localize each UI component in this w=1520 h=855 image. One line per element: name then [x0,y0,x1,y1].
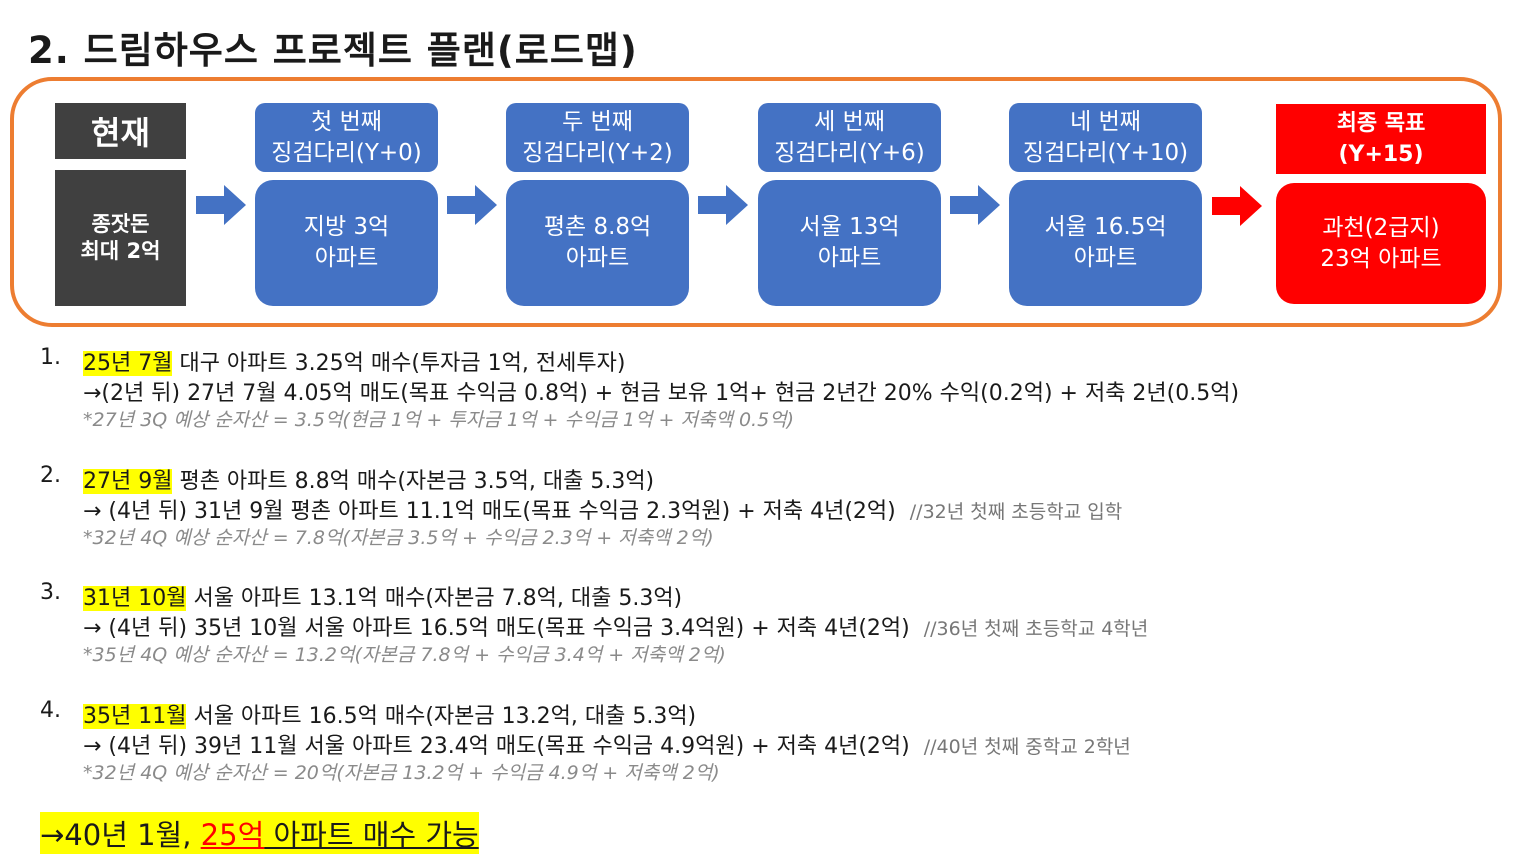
step-1-header: 첫 번째 징검다리(Y+0) [255,103,438,172]
item-detail: → (4년 뒤) 35년 10월 서울 아파트 16.5억 매도(목표 수익금 … [83,616,910,641]
goal-body: 과천(2급지) 23억 아파트 [1276,183,1486,304]
step-2-body-line1: 평촌 8.8억 [543,214,652,240]
right-arrow-icon [698,185,748,225]
item-subnote: *27년 3Q 예상 순자산 = 3.5억(현금 1억 + 투자금 1억 + 수… [83,409,795,431]
step-4-header: 네 번째 징검다리(Y+10) [1009,103,1202,172]
item-main: 대구 아파트 3.25억 매수(투자금 1억, 전세투자) [172,351,626,376]
item-comment: //40년 첫째 중학교 2학년 [923,736,1131,758]
step-4-header-line1: 네 번째 [1070,108,1141,135]
step-1-header-line2: 징검다리(Y+0) [271,139,422,166]
item-date: 25년 7월 [83,351,173,376]
item-number: 1. [40,345,61,370]
right-arrow-icon [196,185,246,225]
item-detail: → (4년 뒤) 31년 9월 평촌 아파트 11.1억 매도(목표 수익금 2… [83,499,896,524]
item-subnote: *35년 4Q 예상 순자산 = 13.2억(자본금 7.8억 + 수익금 3.… [83,644,726,666]
item-main: 평촌 아파트 8.8억 매수(자본금 3.5억, 대출 5.3억) [172,469,655,494]
page-title: 2. 드림하우스 프로젝트 플랜(로드맵) [28,29,638,72]
step-1-body-line2: 아파트 [314,245,379,271]
step-3-header: 세 번째 징검다리(Y+6) [758,103,941,172]
final-prefix: →40년 1월, [40,818,201,852]
current-body-line1: 종잣돈 [91,212,150,236]
item-detail: → (4년 뒤) 39년 11월 서울 아파트 23.4억 매도(목표 수익금 … [83,734,910,759]
step-2-body: 평촌 8.8억 아파트 [506,180,689,306]
item-comment: //36년 첫째 초등학교 4학년 [923,618,1149,640]
item-main: 서울 아파트 13.1억 매수(자본금 7.8억, 대출 5.3억) [186,586,683,611]
item-subnote: *32년 4Q 예상 순자산 = 20억(자본금 13.2억 + 수익금 4.9… [83,762,720,784]
goal-header: 최종 목표 (Y+15) [1276,104,1486,174]
step-2-header-line2: 징검다리(Y+2) [522,139,673,166]
item-number: 4. [40,698,61,723]
step-3-header-line1: 세 번째 [814,108,885,135]
right-arrow-icon [950,185,1000,225]
goal-body-line1: 과천(2급지) [1322,214,1440,241]
item-number: 3. [40,580,61,605]
goal-body-line2: 23억 아파트 [1320,245,1442,272]
item-detail: →(2년 뒤) 27년 7월 4.05억 매도(목표 수익금 0.8억) + 현… [83,381,1240,406]
item-number: 2. [40,463,61,488]
final-suffix: 아파트 매수 가능 [264,818,479,852]
item-date: 27년 9월 [83,469,173,494]
step-3-header-line2: 징검다리(Y+6) [774,139,925,166]
item-subnote: *32년 4Q 예상 순자산 = 7.8억(자본금 3.5억 + 수익금 2.3… [83,527,714,549]
step-1-body: 지방 3억 아파트 [255,180,438,306]
current-body-line2: 최대 2억 [80,239,161,263]
item-date: 35년 11월 [83,704,187,729]
goal-header-line2: (Y+15) [1338,142,1424,167]
step-2-header-line1: 두 번째 [562,108,633,135]
current-body: 종잣돈 최대 2억 [55,170,186,306]
step-1-body-line1: 지방 3억 [303,214,390,240]
item-detail-line: → (4년 뒤) 31년 9월 평촌 아파트 11.1억 매도(목표 수익금 2… [83,493,1122,525]
item-main-line: 25년 7월 대구 아파트 3.25억 매수(투자금 1억, 전세투자) [83,345,625,377]
item-main: 서울 아파트 16.5억 매수(자본금 13.2억, 대출 5.3억) [186,704,697,729]
step-1-header-line1: 첫 번째 [311,108,382,135]
goal-header-line1: 최종 목표 [1336,111,1426,136]
item-main-line: 31년 10월 서울 아파트 13.1억 매수(자본금 7.8억, 대출 5.3… [83,580,682,612]
step-4-body-line1: 서울 16.5억 [1044,214,1167,240]
item-detail-line: → (4년 뒤) 35년 10월 서울 아파트 16.5억 매도(목표 수익금 … [83,610,1148,642]
right-arrow-icon [447,185,497,225]
right-arrow-icon [1212,186,1262,226]
step-3-body-line2: 아파트 [817,245,882,271]
item-detail-line: → (4년 뒤) 39년 11월 서울 아파트 23.4억 매도(목표 수익금 … [83,728,1131,760]
step-2-header: 두 번째 징검다리(Y+2) [506,103,689,172]
step-4-body: 서울 16.5억 아파트 [1009,180,1202,306]
item-main-line: 35년 11월 서울 아파트 16.5억 매수(자본금 13.2억, 대출 5.… [83,698,696,730]
step-4-body-line2: 아파트 [1073,245,1138,271]
step-3-body: 서울 13억 아파트 [758,180,941,306]
step-4-header-line2: 징검다리(Y+10) [1022,139,1189,166]
current-header: 현재 [55,103,186,159]
step-3-body-line1: 서울 13억 [799,214,900,240]
roadmap-frame [10,77,1502,327]
item-date: 31년 10월 [83,586,187,611]
final-amount: 25억 [200,818,265,852]
final-conclusion: →40년 1월, 25억 아파트 매수 가능 [40,812,479,854]
item-comment: //32년 첫째 초등학교 입학 [909,501,1123,523]
step-2-body-line2: 아파트 [565,245,630,271]
item-main-line: 27년 9월 평촌 아파트 8.8억 매수(자본금 3.5억, 대출 5.3억) [83,463,654,495]
